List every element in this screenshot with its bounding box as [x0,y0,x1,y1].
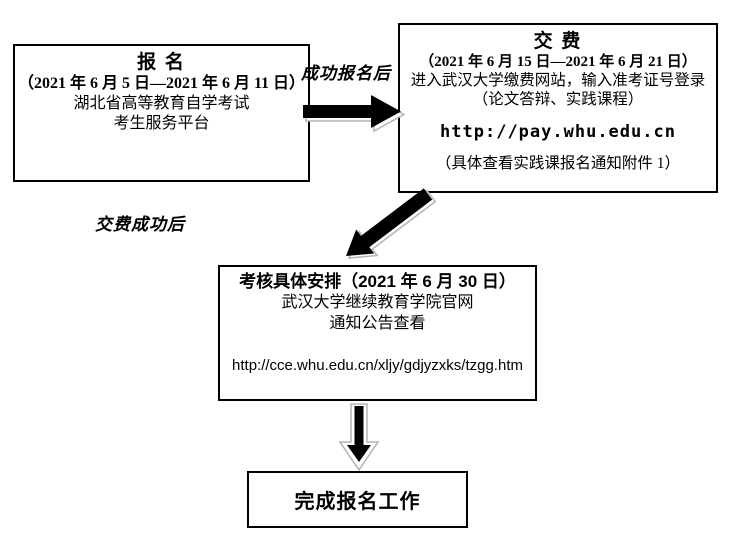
payment-date-range: （2021 年 6 月 15 日—2021 年 6 月 21 日） [419,54,697,70]
completion-box: 完成报名工作 [247,471,468,528]
arrow-right-icon [303,95,405,133]
registration-title: 报 名 [137,52,186,73]
payment-url: http://pay.whu.edu.cn [440,122,676,142]
schedule-title: 考核具体安排（2021 年 6 月 30 日） [239,272,516,291]
payment-title: 交 费 [533,31,583,52]
schedule-line2: 通知公告查看 [329,315,426,332]
registration-box: 报 名 （2021 年 6 月 5 日—2021 年 6 月 11 日） 湖北省… [13,44,310,182]
schedule-url: http://cce.whu.edu.cn/xljy/gdjyzxks/tzgg… [232,357,523,374]
schedule-line1: 武汉大学继续教育学院官网 [281,294,474,311]
payment-box: 交 费 （2021 年 6 月 15 日—2021 年 6 月 21 日） 进入… [398,23,718,193]
registration-date-range: （2021 年 6 月 5 日—2021 年 6 月 11 日） [17,75,306,92]
payment-note: （具体查看实践课报名通知附件 1） [435,155,681,172]
after-payment-label: 交费成功后 [95,215,185,234]
arrow-down-icon [338,403,380,472]
registration-line1: 湖北省高等教育自学考试 [73,95,250,112]
completion-title: 完成报名工作 [294,491,421,513]
payment-line1: 进入武汉大学缴费网站，输入准考证号登录 [410,72,706,89]
schedule-box: 考核具体安排（2021 年 6 月 30 日） 武汉大学继续教育学院官网 通知公… [218,265,537,401]
arrow-diagonal-icon [346,188,437,259]
after-registration-label: 成功报名后 [301,64,391,83]
registration-line2: 考生服务平台 [113,115,210,132]
payment-line2: （论文答辩、实践课程） [472,91,644,108]
